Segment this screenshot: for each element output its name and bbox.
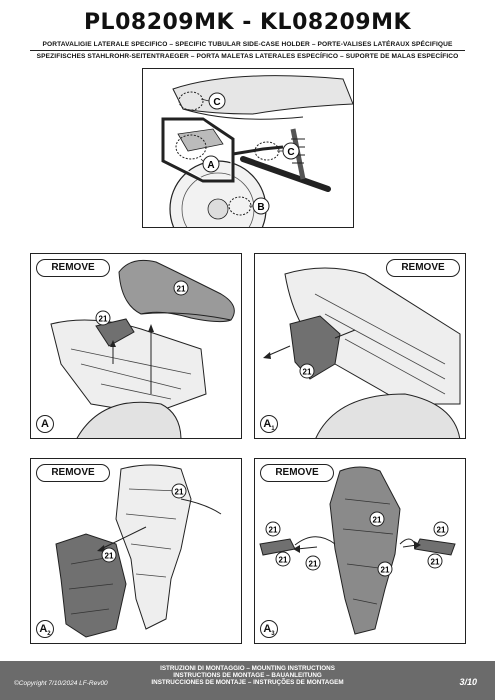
instructions-line-1: ISTRUZIONI DI MONTAGGIO – MOUNTING INSTR… — [160, 665, 335, 672]
header-divider — [30, 50, 465, 51]
svg-text:B: B — [257, 202, 264, 213]
step-panel-a3: 21 21 21 21 21 21 21 REMOVE A3 — [254, 458, 466, 644]
panel-a3-drawing: 21 21 21 21 21 21 21 — [259, 466, 456, 635]
callout-c-top: C — [208, 92, 226, 110]
subtitle-line-2: SPEZIFISCHES STAHLROHR-SEITENTRAEGER – P… — [36, 53, 459, 60]
svg-text:C: C — [213, 97, 220, 108]
panel-a2-drawing: 21 21 — [55, 464, 222, 638]
svg-text:21: 21 — [431, 558, 440, 567]
remove-badge: REMOVE — [36, 464, 110, 482]
svg-text:21: 21 — [177, 285, 186, 294]
svg-text:21: 21 — [175, 488, 184, 497]
remove-badge: REMOVE — [36, 259, 110, 277]
svg-text:21: 21 — [279, 556, 288, 565]
callout-c-right: C — [282, 142, 300, 160]
part-21-right-upper: 21 — [433, 521, 449, 537]
svg-text:21: 21 — [303, 368, 312, 377]
part-21-center-bottom: 21 — [377, 561, 393, 577]
subtitle-line-1: PORTAVALIGIE LATERALE SPECIFICO – SPECIF… — [42, 41, 453, 48]
part-21: 21 — [299, 363, 315, 379]
svg-text:21: 21 — [105, 552, 114, 561]
part-21-right-lower: 21 — [427, 553, 443, 569]
copyright-text: ©Copyright 7/10/2024 LF-Rev00 — [14, 680, 108, 687]
svg-text:A: A — [207, 160, 214, 171]
step-label-a3: A3 — [260, 620, 278, 638]
step-panel-a: 21 21 REMOVE A — [30, 253, 242, 439]
remove-badge: REMOVE — [386, 259, 460, 277]
callout-a: A — [202, 155, 220, 173]
overview-motorcycle-drawing: C A C B — [161, 75, 353, 227]
svg-text:21: 21 — [373, 516, 382, 525]
step-panel-a2: 21 21 REMOVE A2 — [30, 458, 242, 644]
step-label-a: A — [36, 415, 54, 433]
part-21-top: 21 — [171, 483, 187, 499]
page-number: 3/10 — [459, 677, 477, 687]
part-21-bracket: 21 — [95, 310, 111, 326]
panel-a1-drawing: 21 — [263, 267, 461, 438]
part-21-seat: 21 — [173, 280, 189, 296]
svg-text:21: 21 — [99, 315, 108, 324]
step-panel-a1: 21 REMOVE A1 — [254, 253, 466, 439]
part-21-center-mid: 21 — [305, 555, 321, 571]
part-21-center-top: 21 — [369, 511, 385, 527]
svg-text:C: C — [287, 147, 294, 158]
svg-text:21: 21 — [437, 526, 446, 535]
step-label-a2: A2 — [36, 620, 54, 638]
part-21-left-upper: 21 — [265, 521, 281, 537]
part-21-left-lower: 21 — [275, 551, 291, 567]
svg-text:21: 21 — [269, 526, 278, 535]
step-label-a1: A1 — [260, 415, 278, 433]
overview-figure: C A C B — [142, 68, 354, 228]
page-title: PL08209MK - KL08209MK — [83, 10, 412, 35]
instructions-line-3: INSTRUCCIONES DE MONTAJE – INSTRUÇÕES DE… — [151, 679, 344, 686]
instructions-line-2: INSTRUCTIONS DE MONTAGE – BAUANLEITUNG — [173, 672, 322, 679]
footer-bar: ©Copyright 7/10/2024 LF-Rev00 ISTRUZIONI… — [0, 661, 495, 700]
svg-text:21: 21 — [381, 566, 390, 575]
svg-text:21: 21 — [309, 560, 318, 569]
remove-badge: REMOVE — [260, 464, 334, 482]
part-21-left: 21 — [101, 547, 117, 563]
panel-a-drawing: 21 21 — [50, 259, 235, 438]
callout-b: B — [252, 197, 270, 215]
